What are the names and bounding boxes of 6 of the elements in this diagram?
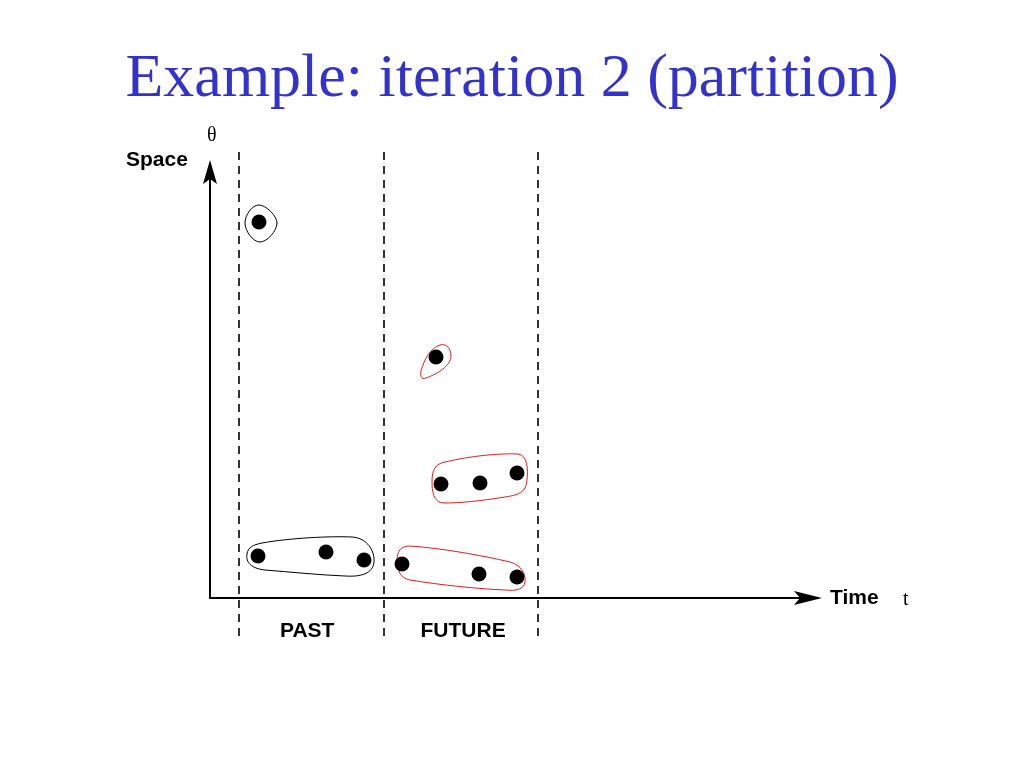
axis-symbol: t	[903, 588, 909, 608]
axis-symbol: θ	[207, 124, 217, 144]
axis-label: Space	[126, 147, 188, 169]
region-label: FUTURE	[420, 618, 506, 640]
axis-label: Time	[830, 585, 879, 607]
region-label: PAST	[280, 618, 335, 640]
